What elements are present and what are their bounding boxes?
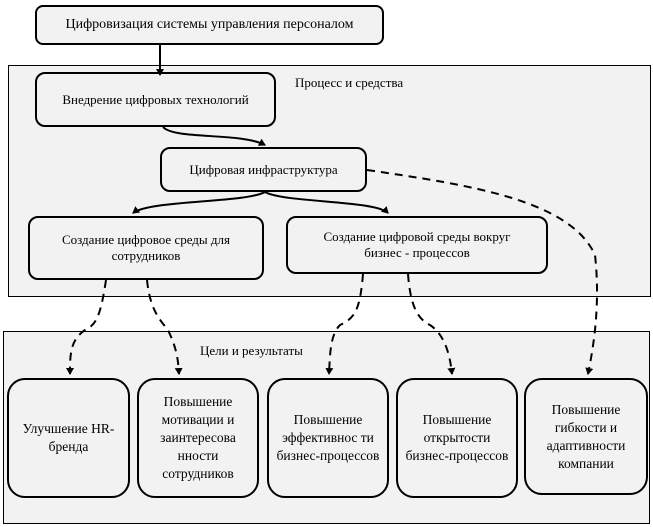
business-env-node: Создание цифровой среды вокруг бизнес - … — [286, 216, 548, 274]
result-openness: Повышение открытости бизнес-процессов — [396, 378, 518, 498]
results-panel-label: Цели и результаты — [200, 343, 303, 358]
title-node: Цифровизация системы управления персонал… — [35, 5, 384, 45]
result-flexibility: Повышение гибкости и адаптивности компан… — [524, 378, 648, 495]
result-efficiency: Повышение эффективнос ти бизнес-процессо… — [267, 378, 389, 498]
infrastructure-node: Цифровая инфраструктура — [160, 147, 367, 192]
result-motivation: Повышение мотивации и заинтересова нност… — [137, 378, 259, 498]
implementation-node: Внедрение цифровых технологий — [35, 72, 276, 127]
process-panel-label: Процесс и средства — [295, 75, 404, 90]
result-hr-brand: Улучшение HR-бренда — [7, 378, 130, 498]
employee-env-node: Создание цифровое среды для сотрудников — [28, 216, 264, 280]
